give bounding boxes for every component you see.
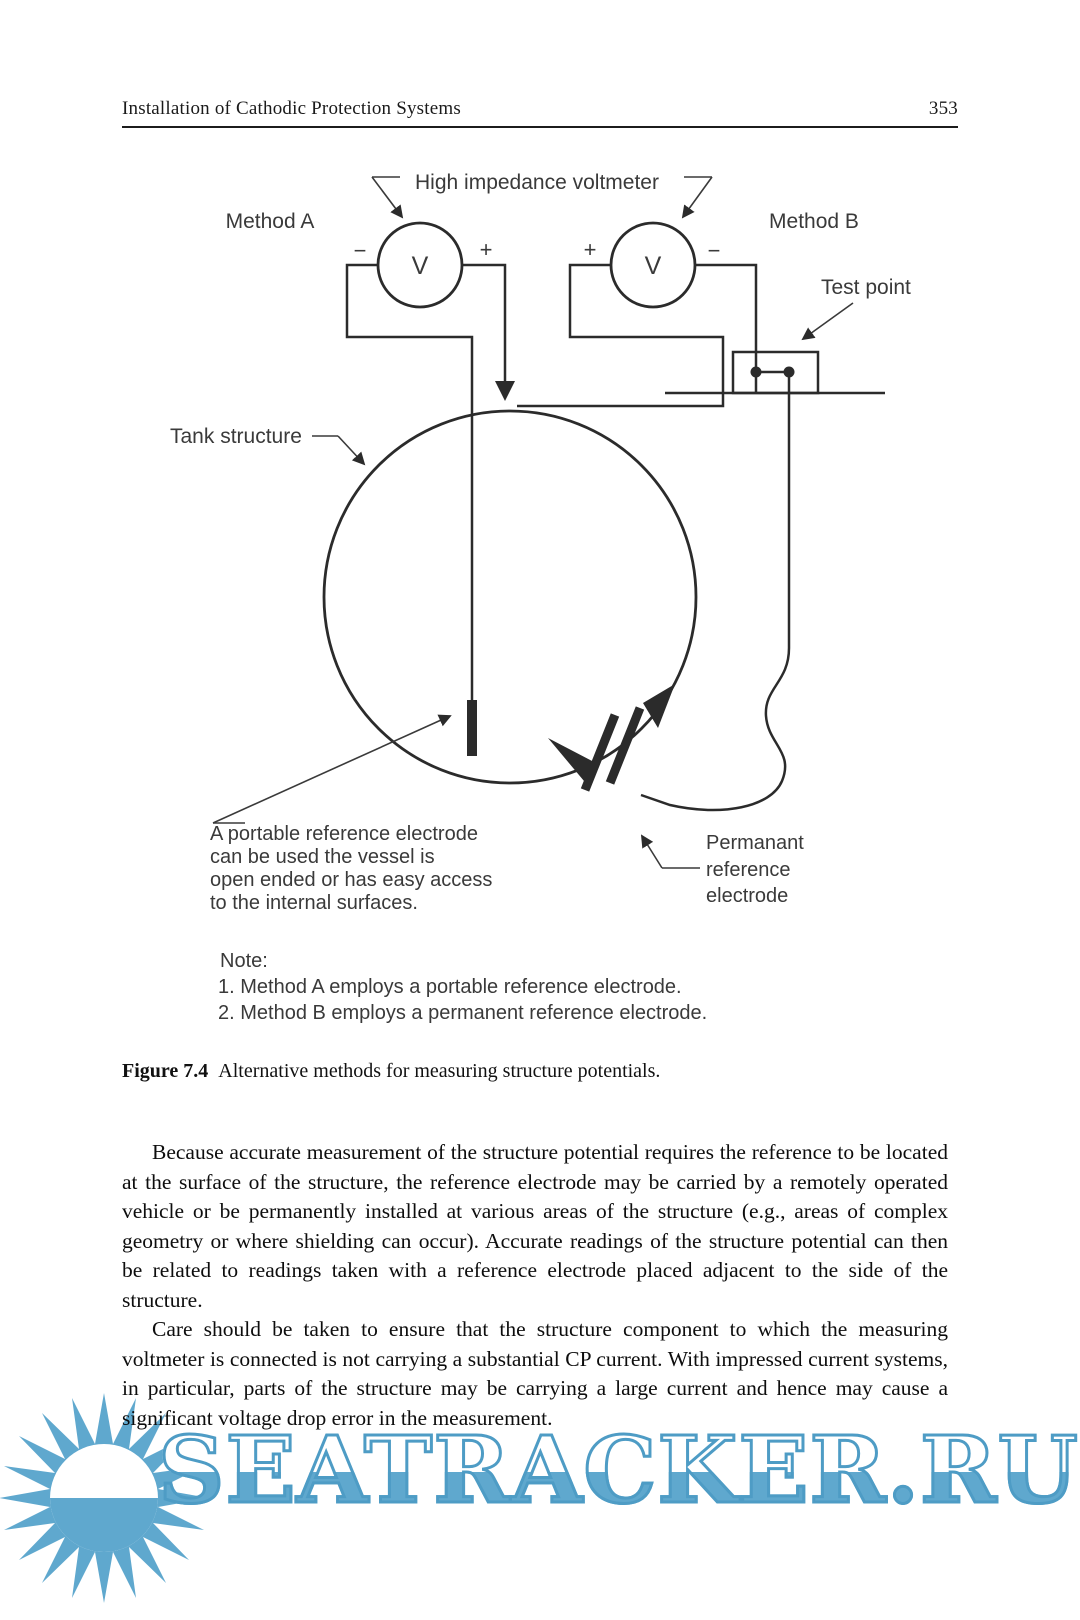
svg-text:Permanant: Permanant [706, 832, 804, 854]
wire-methodA-minus [345, 263, 474, 700]
wire-methodA-plus [458, 263, 515, 401]
figure-7-4-diagram: V V − + + − High impedance voltmeter Met… [170, 171, 911, 1024]
voltmeter-method-a: V [376, 221, 464, 309]
figure-caption-label: Figure 7.4 [122, 1060, 209, 1082]
svg-text:can be used the vessel is: can be used the vessel is [210, 846, 435, 868]
methodB-minus-sign: − [708, 238, 721, 263]
test-point-leader [801, 302, 854, 341]
methodA-plus-sign: + [480, 237, 493, 262]
portable-reference-electrode [467, 700, 477, 756]
header-rule [122, 126, 958, 128]
permanent-electrode-leader [640, 834, 700, 869]
voltmeter-leader-right [681, 176, 713, 219]
note-heading: Note: [220, 950, 268, 972]
voltmeter-leader-left [371, 176, 404, 219]
test-point-label: Test point [821, 276, 911, 299]
permanent-reference-electrode [548, 684, 675, 792]
figure-caption: Figure 7.4 Alternative methods for measur… [122, 1060, 958, 1083]
body-paragraph-2: Care should be taken to ensure that the … [122, 1317, 948, 1430]
figure-note: Note: 1. Method A employs a portable ref… [218, 950, 707, 1024]
test-point-terminal-left [750, 366, 762, 378]
wire-permanent-electrode [640, 372, 791, 812]
high-impedance-voltmeter-label: High impedance voltmeter [415, 171, 659, 194]
svg-text:reference: reference [706, 859, 791, 881]
permanent-electrode-label: Permanant reference electrode [706, 832, 804, 907]
watermark-text: SEATRACKER.RU [157, 1416, 1080, 1524]
voltmeter-method-b: V [609, 221, 697, 309]
methodA-minus-sign: − [354, 238, 367, 263]
tank-structure-leader [312, 435, 366, 466]
portable-electrode-note: A portable reference electrode can be us… [210, 823, 492, 914]
portable-electrode-leader [212, 714, 452, 824]
svg-text:A portable reference electrode: A portable reference electrode [210, 823, 478, 845]
voltmeter-a-symbol: V [412, 252, 429, 280]
svg-text:open ended or has easy access: open ended or has easy access [210, 869, 492, 891]
sun-logo-icon [0, 1393, 209, 1603]
method-a-label: Method A [226, 210, 315, 233]
note-item-2: 2. Method B employs a permanent referenc… [218, 1002, 707, 1024]
header-title: Installation of Cathodic Protection Syst… [122, 98, 461, 119]
svg-text:to the internal surfaces.: to the internal surfaces. [210, 892, 418, 914]
svg-text:electrode: electrode [706, 885, 788, 907]
note-item-1: 1. Method A employs a portable reference… [218, 976, 682, 998]
page-number: 353 [928, 98, 958, 119]
wire-methodB-minus [693, 263, 758, 393]
watermark: SEATRACKER.RU [0, 1380, 1080, 1620]
wire-methodB-plus [517, 263, 725, 408]
tank-structure-label: Tank structure [170, 425, 302, 448]
methodB-plus-sign: + [584, 237, 597, 262]
body-paragraph-1: Because accurate measurement of the stru… [122, 1140, 948, 1312]
method-b-label: Method B [769, 210, 859, 233]
wiring [345, 263, 885, 812]
figure-caption-text: Alternative methods for measuring struct… [218, 1060, 661, 1082]
body-text: Because accurate measurement of the stru… [122, 1138, 948, 1433]
running-header: Installation of Cathodic Protection Syst… [122, 98, 958, 120]
tank-structure-outline [322, 409, 698, 785]
voltmeter-b-symbol: V [645, 252, 662, 280]
